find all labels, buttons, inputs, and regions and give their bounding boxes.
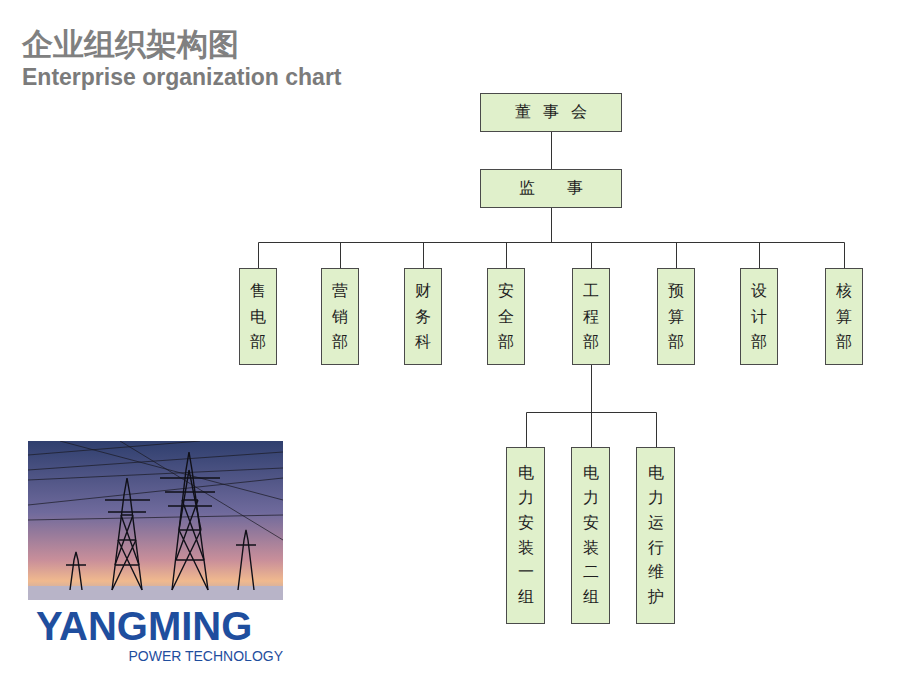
connector-line [527,365,592,447]
box-label: 设计部 [751,278,767,355]
chart-title: 企业组织架构图 [22,24,239,66]
department-box: 营销部 [321,268,359,365]
connector-line [507,208,552,268]
connector-line [552,208,845,268]
department-box: 工程部 [572,268,610,365]
connector-line [424,208,552,268]
board-box: 董事会 [480,93,622,132]
team-box: 电力安装一组 [506,447,545,624]
connector-line [341,208,552,268]
department-box: 核算部 [825,268,863,365]
tower-photo [28,441,283,600]
supervisor-box: 监事 [480,169,622,208]
box-label: 财务科 [415,278,431,355]
connector-line [592,365,657,447]
logo-tagline: POWER TECHNOLOGY [128,649,283,663]
connector-line [552,208,677,268]
box-label: 核算部 [836,278,852,355]
department-box: 预算部 [657,268,695,365]
connector-line [259,208,552,268]
box-label: 电力安装二组 [583,461,599,610]
department-box: 设计部 [740,268,778,365]
connector-line [551,132,552,169]
box-label: 工程部 [583,278,599,355]
box-label: 售电部 [250,278,266,355]
box-label: 营销部 [332,278,348,355]
department-box: 安全部 [487,268,525,365]
box-label: 监事 [487,178,615,199]
logo-wordmark: YANGMING [36,606,252,646]
team-box: 电力运行维护 [636,447,675,624]
box-label: 电力安装一组 [518,461,534,610]
connector-line [552,208,760,268]
box-label: 预算部 [668,278,684,355]
department-box: 售电部 [239,268,277,365]
subtitle: Enterprise organization chart [22,66,342,89]
box-label: 安全部 [498,278,514,355]
box-label: 董事会 [503,102,599,123]
connector-line [552,208,592,268]
box-label: 电力运行维护 [648,461,664,610]
department-box: 财务科 [404,268,442,365]
team-box: 电力安装二组 [571,447,610,624]
